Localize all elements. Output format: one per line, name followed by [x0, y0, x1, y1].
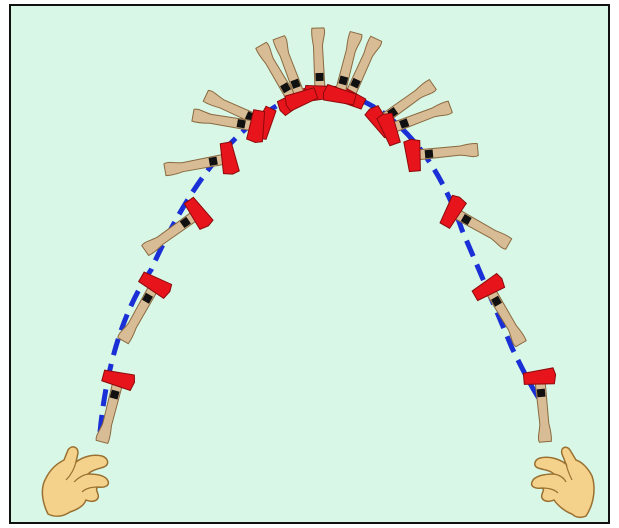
center-of-mass-dot-icon — [315, 73, 323, 81]
center-of-mass-dot-icon — [209, 157, 218, 166]
center-of-mass-dot-icon — [237, 119, 246, 128]
center-of-mass-dot-icon — [425, 150, 434, 159]
center-of-mass-dot-icon — [537, 389, 546, 398]
diagram-background — [11, 6, 608, 522]
